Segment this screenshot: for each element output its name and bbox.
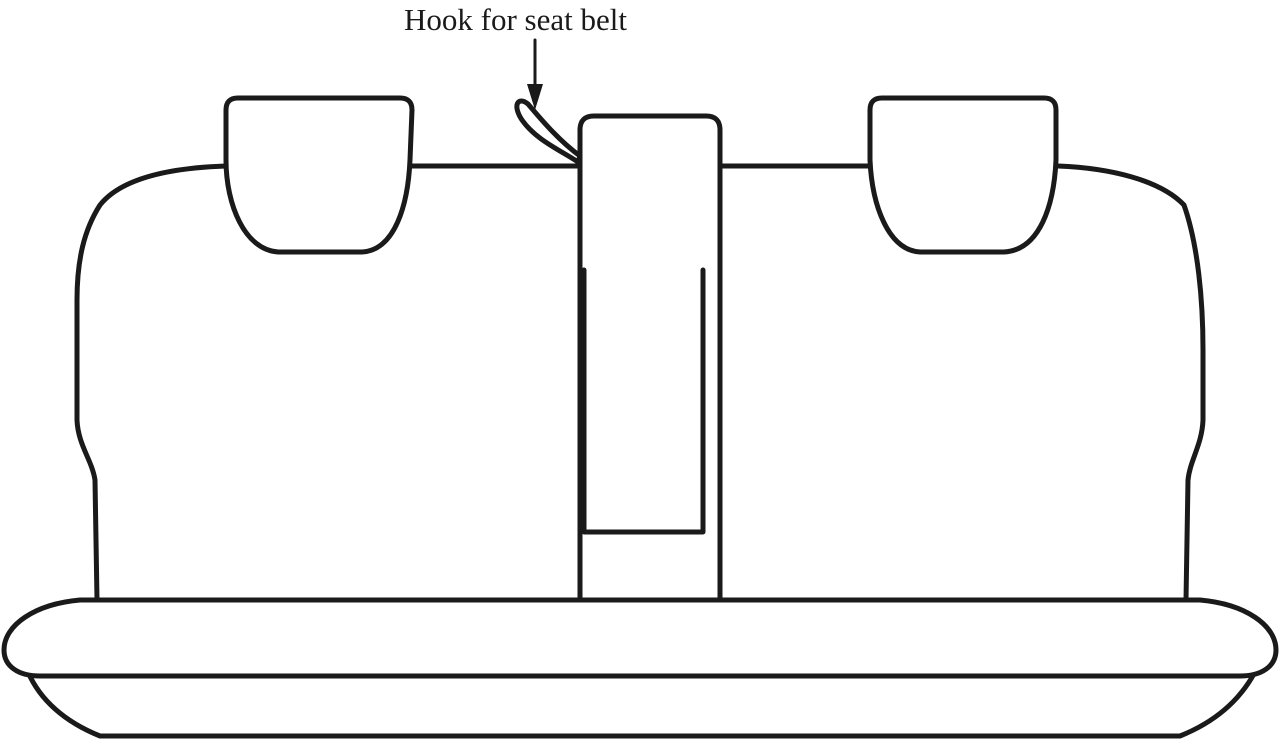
left-headrest-outline: [223, 95, 415, 255]
seat-cushion-top-outline: [1, 597, 1279, 679]
callout-label: Hook for seat belt: [404, 2, 627, 37]
seat-cushion-base-outline: [25, 669, 1258, 739]
right-headrest-outline: [867, 95, 1059, 255]
callout-arrow-head: [527, 84, 543, 110]
seat-belt-hook: [514, 98, 583, 165]
center-slot-outline: [581, 267, 706, 535]
center-armrest-outline: [577, 113, 723, 603]
